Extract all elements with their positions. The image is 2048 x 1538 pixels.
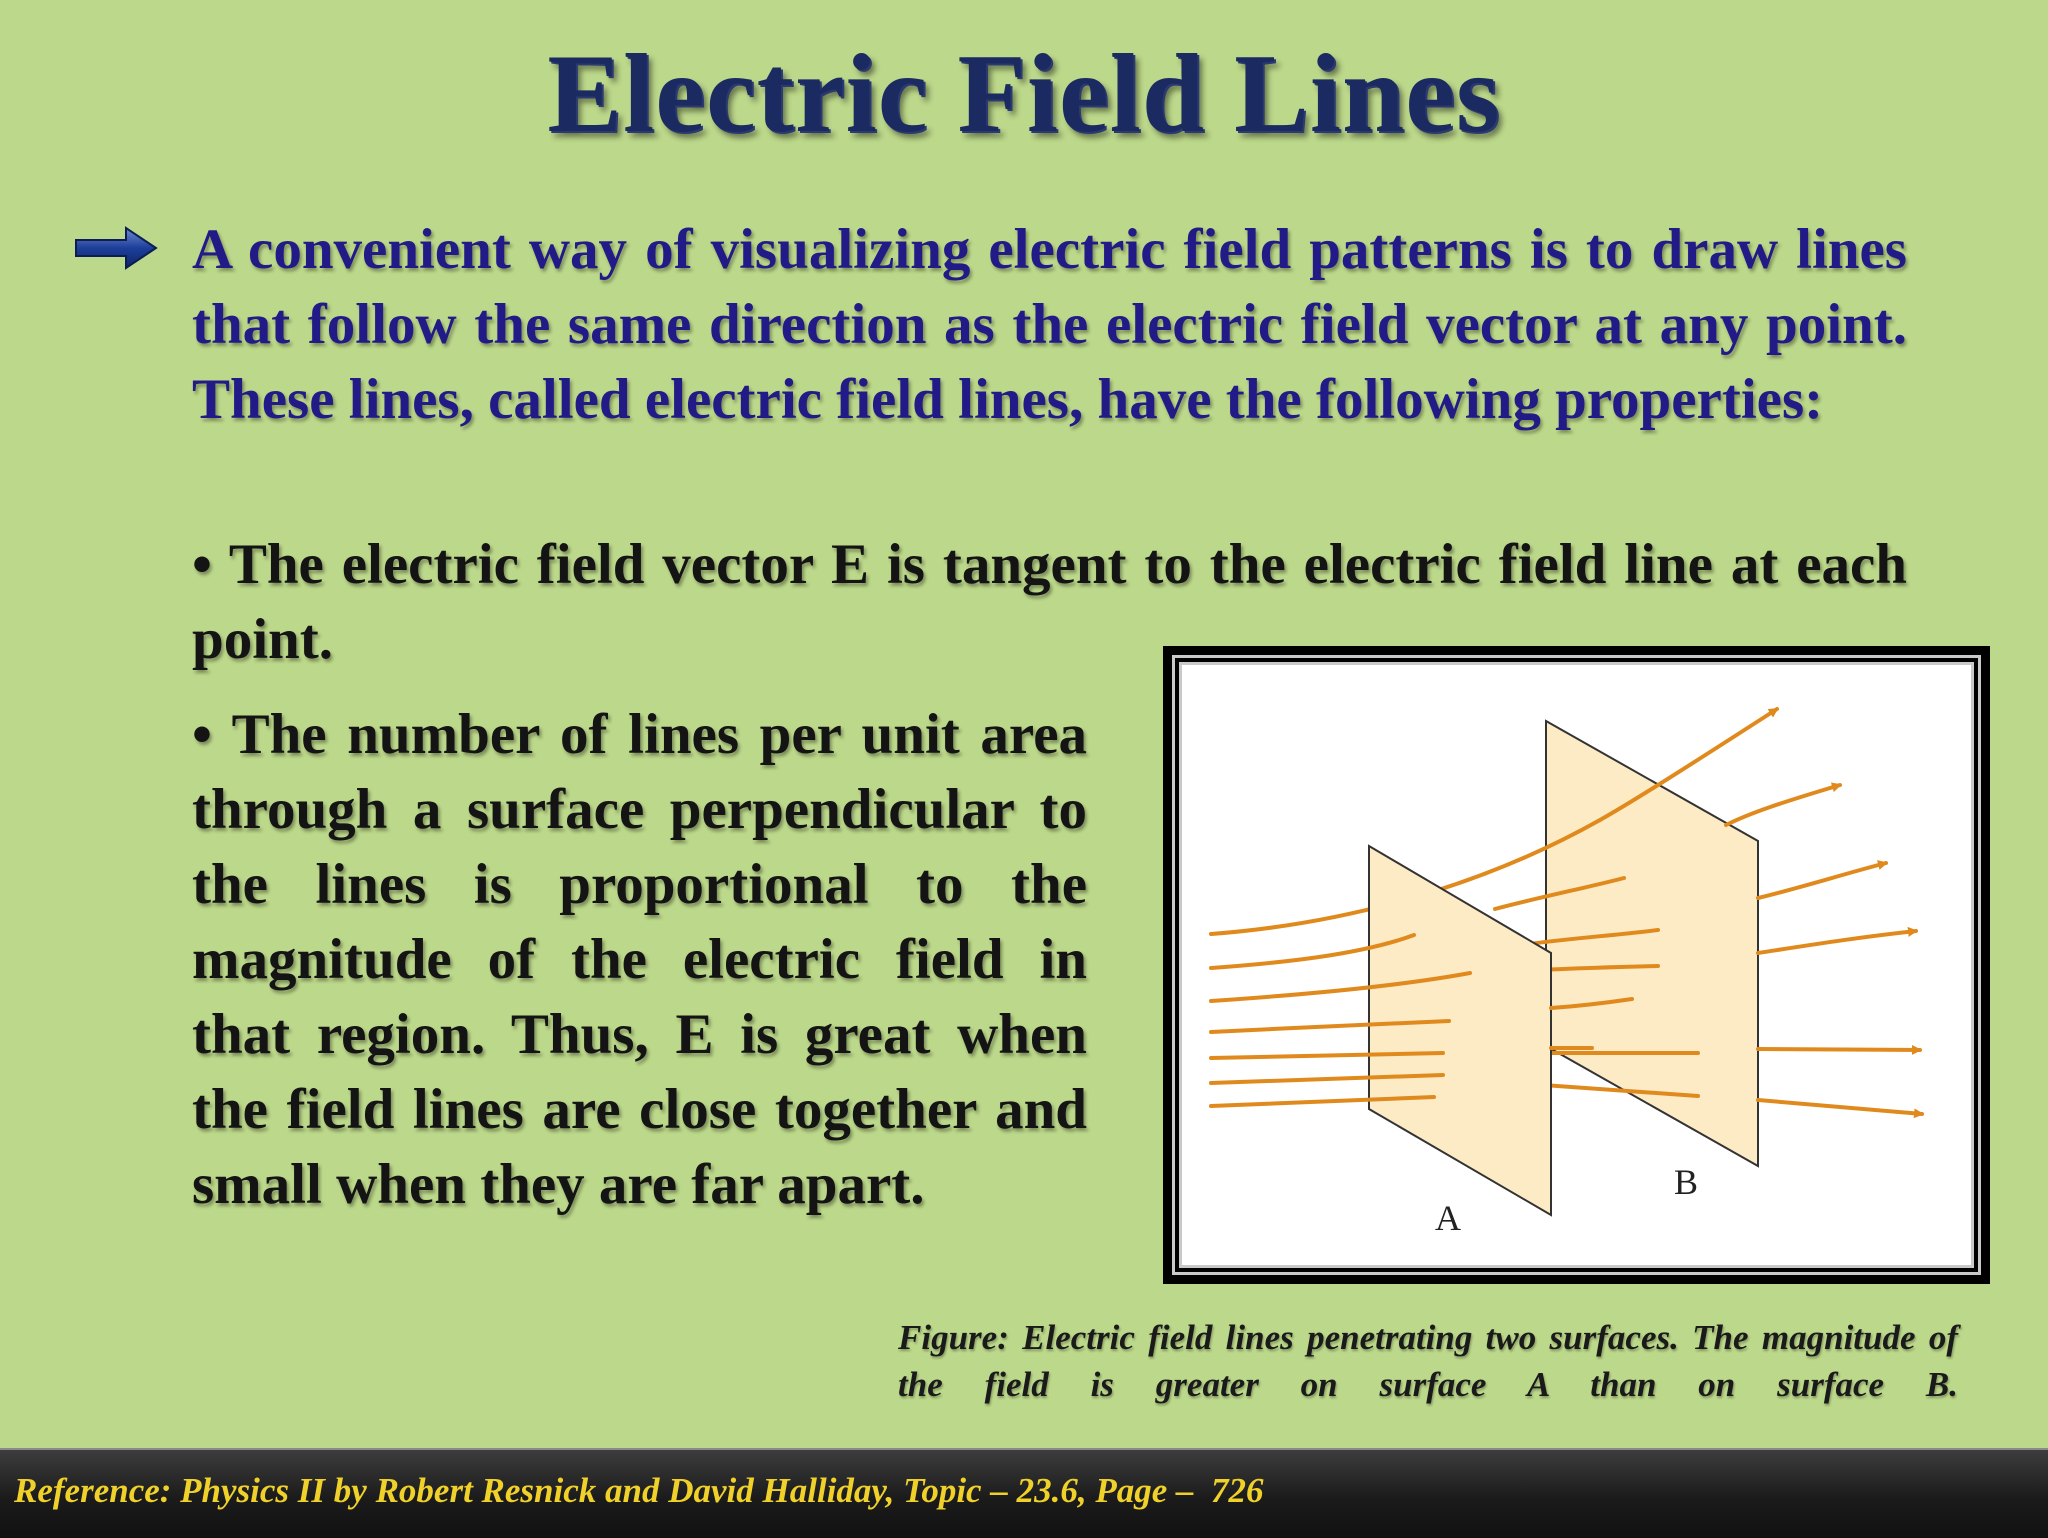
reference-text: Reference: Physics II by Robert Resnick … bbox=[14, 1471, 1264, 1510]
bullet-tangent: • The electric field vector E is tangent… bbox=[192, 533, 1907, 671]
surface-a bbox=[1368, 844, 1552, 1217]
figure-caption: Figure: Electric field lines penetrating… bbox=[898, 1318, 1958, 1404]
footer-bar bbox=[0, 1448, 2048, 1538]
label-a: A bbox=[1435, 1198, 1461, 1238]
label-b: B bbox=[1674, 1162, 1698, 1202]
slide-title: Electric Field Lines bbox=[547, 32, 1501, 156]
field-lines-diagram: A B bbox=[1209, 707, 1924, 1238]
intro-paragraph: A convenient way of visualizing electric… bbox=[192, 218, 1907, 431]
bullet-density: • The number of lines per unit area thro… bbox=[192, 703, 1087, 1216]
right-arrow-icon bbox=[75, 226, 158, 270]
